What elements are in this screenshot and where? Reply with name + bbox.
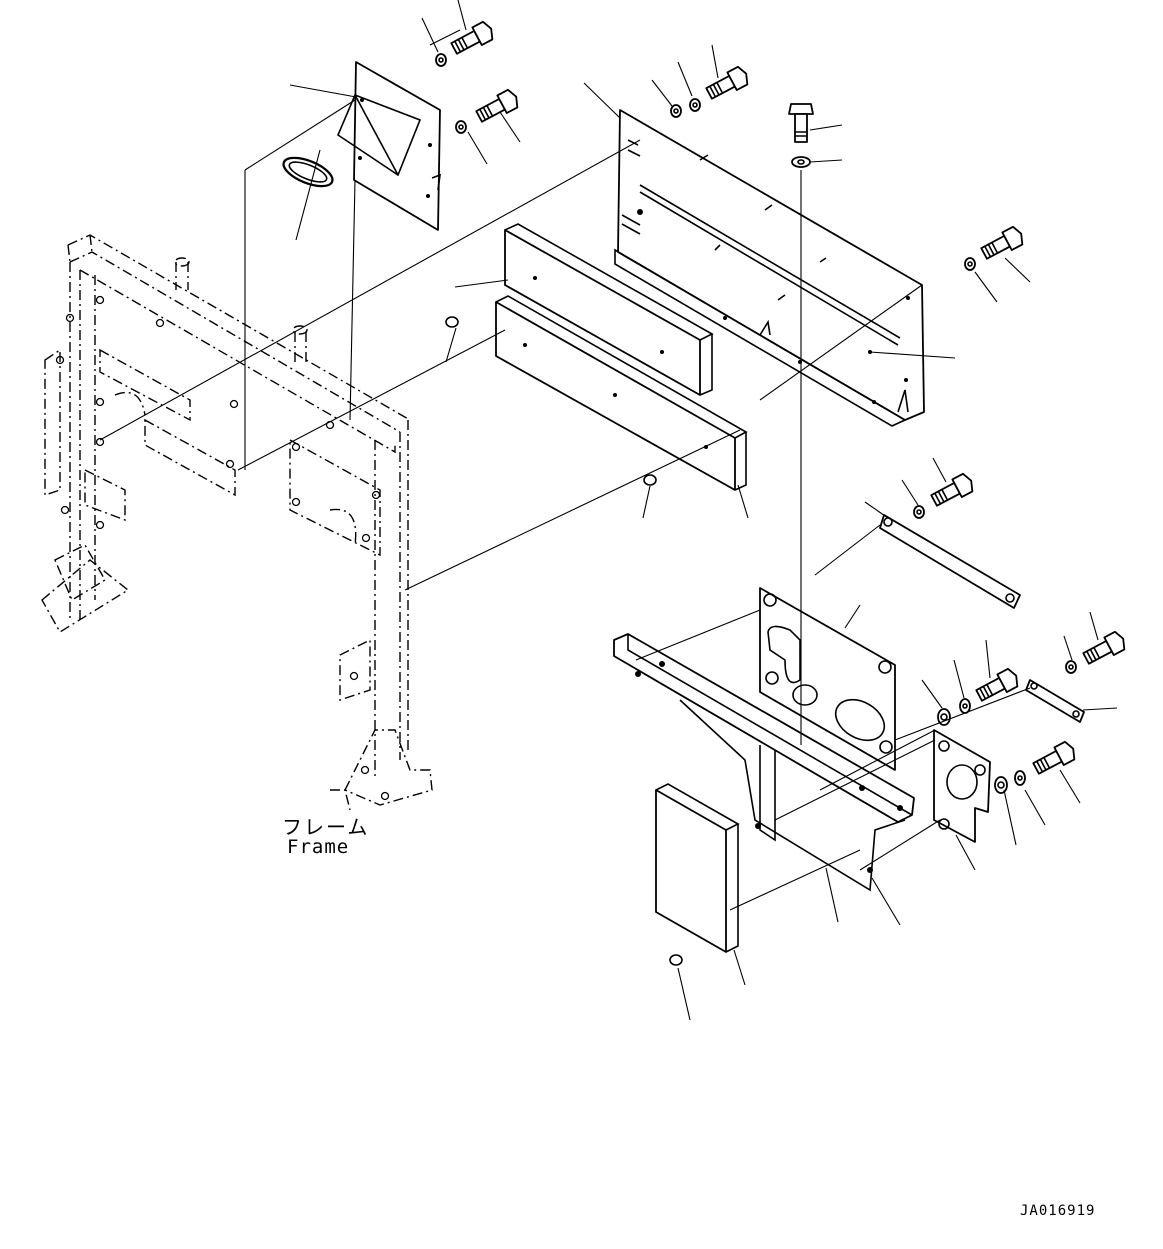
insulation-pad-upper [504,223,714,396]
drawing-id: JA016919 [1020,1203,1096,1219]
bolts-and-washers [435,20,1126,794]
frame-label-english: Frame [287,836,350,858]
assembly-center-lines [99,29,1031,911]
angle-bracket [613,633,915,892]
callout-leaders [289,0,1118,1021]
side-gusset-plate [933,729,991,843]
insulation-pad-lower [495,295,748,491]
frame-assembly [41,234,433,811]
o-ring-gasket [282,156,334,188]
strap-bar-long [879,514,1021,609]
strap-bar-short [1025,679,1085,723]
small-pad [655,783,740,953]
clip-pins [445,316,683,966]
top-right-panel [614,109,925,427]
upper-cover-plate [337,61,441,231]
cover-plate-with-holes [759,587,896,771]
frame-label-japanese: フレーム [282,815,370,839]
